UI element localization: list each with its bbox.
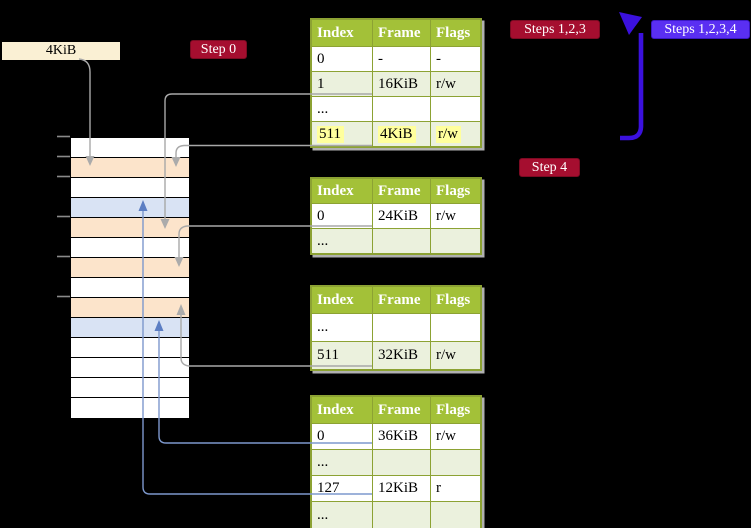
memory-frame-row bbox=[71, 158, 189, 178]
badge-steps-1-2-3: Steps 1,2,3 bbox=[510, 20, 600, 39]
badge-steps-1-2-3-4: Steps 1,2,3,4 bbox=[651, 20, 750, 39]
table-row: 0 36KiB r/w bbox=[312, 423, 480, 449]
flags-cell: r bbox=[430, 476, 480, 501]
table-row: 1 16KiB r/w bbox=[312, 71, 480, 96]
table-row: ... bbox=[312, 449, 480, 475]
memory-frame-row bbox=[71, 318, 189, 338]
table-row: 0 24KiB r/w bbox=[312, 203, 480, 228]
table-row: ... bbox=[312, 228, 480, 253]
flags-cell: r/w bbox=[430, 424, 480, 449]
page-table-level-1: Index Frame Flags 0 36KiB r/w ... 127 12… bbox=[310, 395, 482, 528]
flags-cell bbox=[430, 502, 480, 528]
index-cell: ... bbox=[317, 506, 329, 523]
memory-frame-row bbox=[71, 198, 189, 218]
table-header-row: Index Frame Flags bbox=[312, 397, 480, 423]
frame-cell bbox=[372, 314, 430, 341]
flags-cell: r/w bbox=[430, 72, 480, 96]
frame-cell: 4KiB bbox=[372, 122, 430, 146]
badge-step-0: Step 0 bbox=[190, 40, 247, 59]
table-row-recursive-entry: 511 4KiB r/w bbox=[312, 121, 480, 146]
highlight-mark: 4KiB bbox=[378, 125, 416, 143]
page-table-level-4: Index Frame Flags 0 - - 1 16KiB r/w ... … bbox=[310, 18, 482, 148]
flags-cell bbox=[430, 450, 480, 475]
column-header: Index bbox=[317, 291, 354, 308]
frame-cell bbox=[372, 450, 430, 475]
index-cell: 127 bbox=[317, 480, 340, 496]
column-header: Frame bbox=[372, 20, 430, 46]
index-cell: 0 bbox=[317, 50, 325, 67]
memory-frame-row bbox=[71, 238, 189, 258]
frame-cell: 24KiB bbox=[372, 204, 430, 228]
flags-cell bbox=[430, 314, 480, 341]
arrowhead-up-left-icon bbox=[619, 12, 642, 35]
table-row: 511 32KiB r/w bbox=[312, 341, 480, 369]
index-cell: 511 bbox=[312, 122, 372, 146]
highlight-mark: 511 bbox=[317, 125, 344, 143]
physical-memory-column bbox=[70, 137, 190, 419]
flags-cell: r/w bbox=[430, 122, 480, 146]
column-header: Frame bbox=[372, 179, 430, 203]
index-cell: 511 bbox=[317, 347, 339, 363]
table-header-row: Index Frame Flags bbox=[312, 287, 480, 313]
page-table-level-2: Index Frame Flags ... 511 32KiB r/w bbox=[310, 285, 482, 371]
memory-tick-marks bbox=[57, 135, 70, 298]
flags-cell bbox=[430, 229, 480, 253]
flags-cell: r/w bbox=[430, 342, 480, 369]
frame-cell: - bbox=[372, 47, 430, 71]
table-row: ... bbox=[312, 501, 480, 528]
frame-size-label: 4KiB bbox=[2, 42, 120, 60]
memory-frame-row bbox=[71, 258, 189, 278]
table-row: ... bbox=[312, 313, 480, 341]
frame-size-label-text: 4KiB bbox=[45, 43, 77, 58]
index-cell: 0 bbox=[317, 207, 325, 224]
table-row: 127 12KiB r bbox=[312, 475, 480, 501]
column-header: Flags bbox=[430, 397, 480, 423]
recursive-loop-arrow bbox=[619, 12, 644, 141]
column-header: Frame bbox=[372, 397, 430, 423]
table-header-row: Index Frame Flags bbox=[312, 20, 480, 46]
index-cell: ... bbox=[317, 319, 329, 335]
frame-cell bbox=[372, 97, 430, 121]
frame-cell: 16KiB bbox=[372, 72, 430, 96]
page-table-level-3: Index Frame Flags 0 24KiB r/w ... bbox=[310, 177, 482, 255]
memory-frame-row bbox=[71, 378, 189, 398]
recursive-loop-arrow-shaft bbox=[620, 33, 644, 141]
index-cell: ... bbox=[317, 100, 329, 117]
column-header: Flags bbox=[430, 20, 480, 46]
memory-frame-row bbox=[71, 278, 189, 298]
frame-cell: 32KiB bbox=[372, 342, 430, 369]
table-row: 0 - - bbox=[312, 46, 480, 71]
frame-cell bbox=[372, 229, 430, 253]
flags-cell: r/w bbox=[430, 204, 480, 228]
flags-cell: - bbox=[430, 47, 480, 71]
frame-cell: 36KiB bbox=[372, 424, 430, 449]
index-cell: ... bbox=[317, 232, 329, 249]
index-cell: 0 bbox=[317, 428, 325, 444]
highlight-mark: r/w bbox=[436, 125, 461, 143]
frame-cell bbox=[372, 502, 430, 528]
column-header: Flags bbox=[430, 287, 480, 313]
index-cell: 1 bbox=[317, 75, 325, 92]
memory-frame-row bbox=[71, 138, 189, 158]
column-header: Index bbox=[317, 401, 354, 418]
memory-frame-row bbox=[71, 218, 189, 238]
memory-frame-row bbox=[71, 178, 189, 198]
table-header-row: Index Frame Flags bbox=[312, 179, 480, 203]
column-header: Frame bbox=[372, 287, 430, 313]
memory-frame-row bbox=[71, 358, 189, 378]
column-header: Index bbox=[317, 182, 354, 199]
column-header: Index bbox=[317, 24, 354, 41]
memory-frame-row bbox=[71, 338, 189, 358]
index-cell: ... bbox=[317, 454, 329, 470]
table-row: ... bbox=[312, 96, 480, 121]
memory-frame-row bbox=[71, 398, 189, 418]
badge-step-4: Step 4 bbox=[519, 158, 580, 177]
flags-cell bbox=[430, 97, 480, 121]
column-header: Flags bbox=[430, 179, 480, 203]
memory-frame-row bbox=[71, 298, 189, 318]
frame-cell: 12KiB bbox=[372, 476, 430, 501]
